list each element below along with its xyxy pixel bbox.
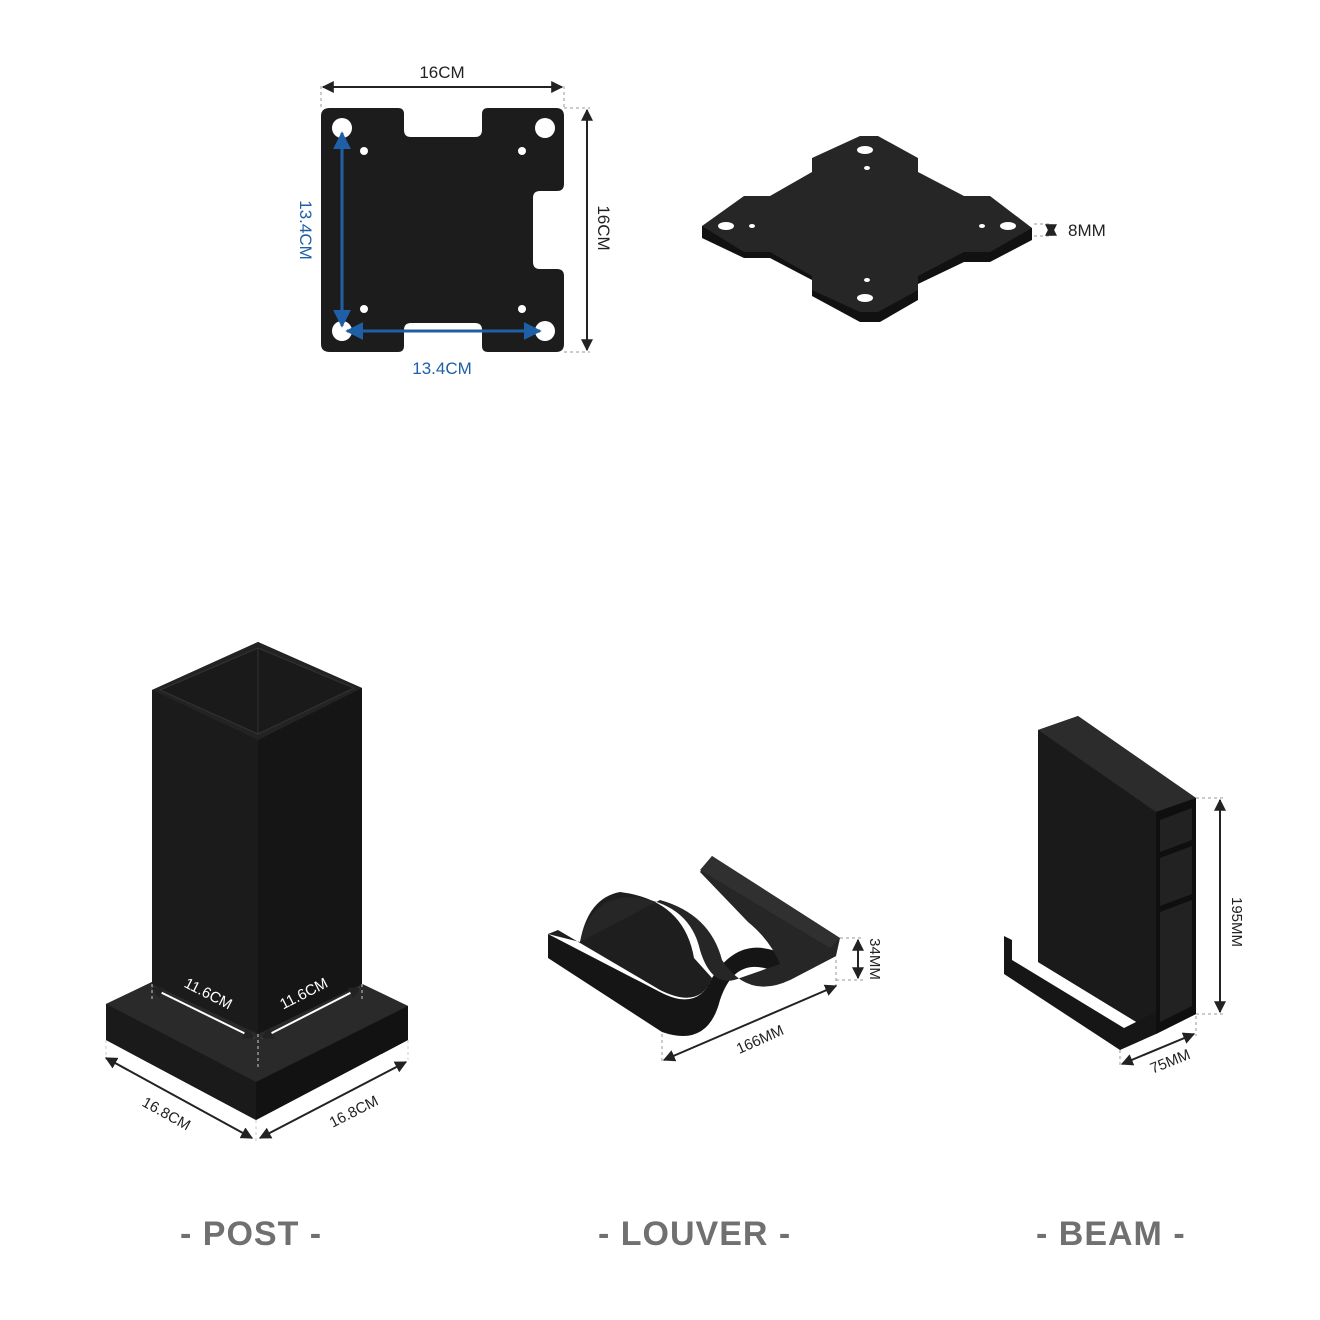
plate-top-shape — [321, 108, 564, 352]
hole-icon — [535, 118, 555, 138]
louver-caption: - LOUVER - — [598, 1215, 792, 1253]
beam-drawing: 195MM 75MM — [1004, 716, 1245, 1078]
plate-height-label: 16CM — [594, 205, 613, 250]
post-caption: - POST - — [180, 1215, 323, 1253]
hole-spacing-horizontal-label: 13.4CM — [412, 359, 472, 378]
plate-iso-view: 8MM — [702, 136, 1106, 322]
plate-top-view: 13.4CM 13.4CM 16CM 16CM — [296, 63, 613, 378]
post-base-left-label: 16.8CM — [139, 1094, 193, 1134]
beam-caption: - BEAM - — [1036, 1215, 1186, 1253]
louver-height-label: 34MM — [866, 938, 883, 980]
louver-drawing: 34MM 166MM — [548, 856, 883, 1062]
beam-height-label: 195MM — [1228, 897, 1245, 947]
post-drawing: 11.6CM 11.6CM 16.8CM 16.8CM — [104, 642, 409, 1142]
plate-iso-top — [702, 136, 1032, 312]
plate-width-label: 16CM — [419, 63, 464, 82]
plate-thickness-label: 8MM — [1068, 221, 1106, 240]
hole-spacing-vertical-label: 13.4CM — [296, 200, 315, 260]
